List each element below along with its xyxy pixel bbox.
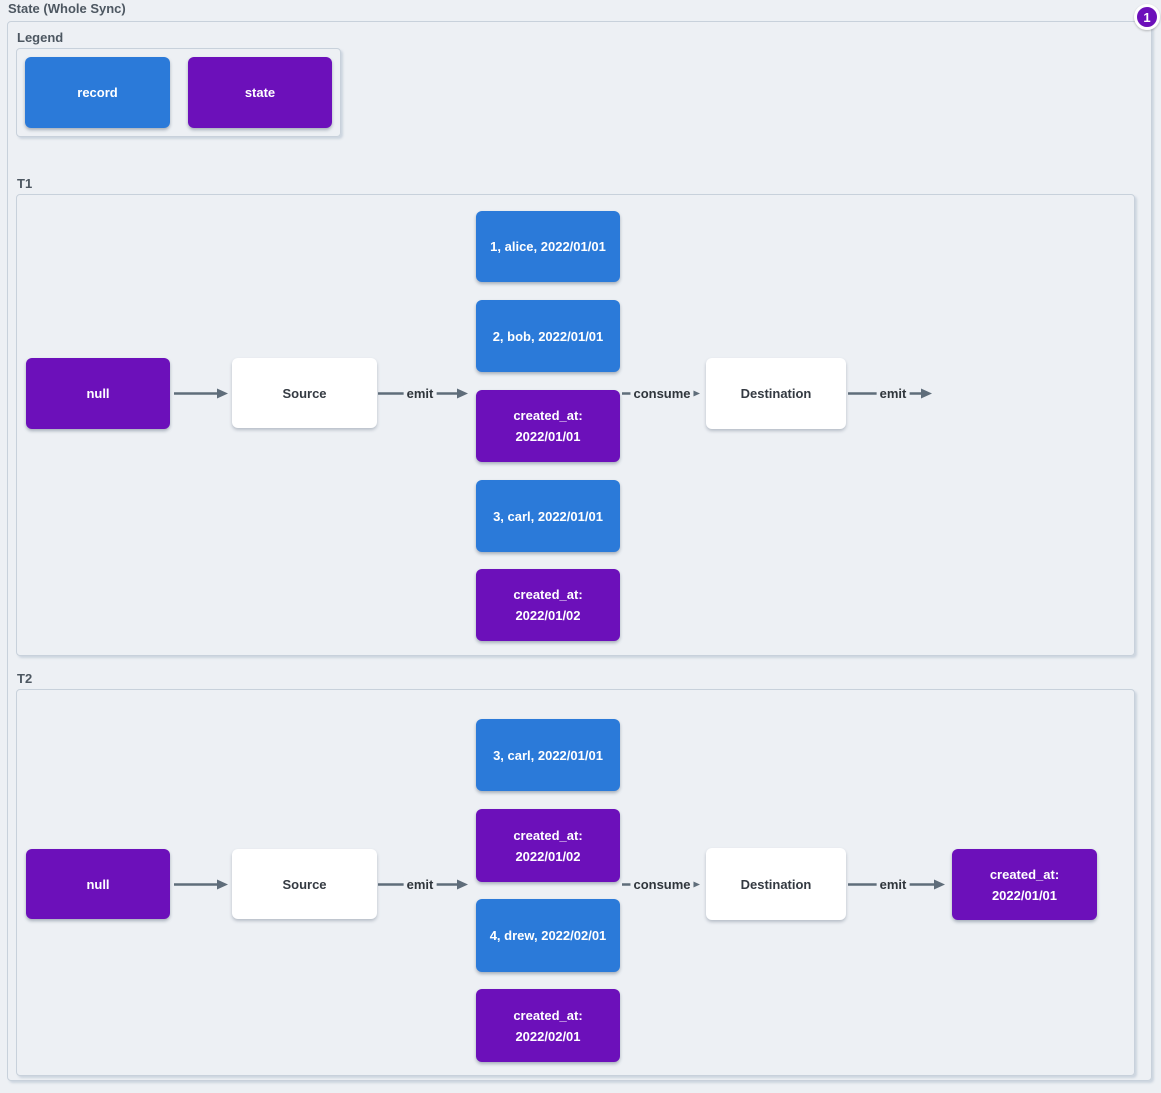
- t1-emit-label: emit: [403, 386, 437, 402]
- t2-queue-item-3: 4, drew, 2022/02/01: [476, 899, 620, 972]
- t2-queue-item-2: created_at: 2022/01/02: [476, 809, 620, 882]
- t1-consume-label: consume: [630, 386, 694, 402]
- t2-container: [16, 689, 1135, 1076]
- t1-null-state-node: null: [26, 358, 170, 429]
- t1-queue-item-3: created_at: 2022/01/01: [476, 390, 620, 462]
- t1-label: T1: [17, 176, 33, 191]
- legend-record-swatch: record: [25, 57, 170, 128]
- t2-source-node: Source: [232, 849, 377, 919]
- t1-queue-item-1: 1, alice, 2022/01/01: [476, 211, 620, 282]
- t2-label: T2: [17, 671, 33, 686]
- t1-container: [16, 194, 1135, 656]
- t1-emit-out-label: emit: [876, 386, 910, 402]
- t2-emit-out-label: emit: [876, 877, 910, 893]
- diagram-title: State (Whole Sync): [8, 1, 126, 16]
- legend-container: [16, 48, 341, 137]
- legend-state-swatch: state: [188, 57, 332, 128]
- count-badge: 1: [1134, 4, 1160, 30]
- t2-queue-item-4: created_at: 2022/02/01: [476, 989, 620, 1062]
- t1-queue-item-5: created_at: 2022/01/02: [476, 569, 620, 641]
- legend-label: Legend: [17, 30, 64, 45]
- t2-queue-item-1: 3, carl, 2022/01/01: [476, 719, 620, 791]
- t2-consume-label: consume: [630, 877, 694, 893]
- t1-queue-item-4: 3, carl, 2022/01/01: [476, 480, 620, 552]
- state-whole-sync-container: [7, 21, 1152, 1081]
- t2-emit-label: emit: [403, 877, 437, 893]
- t2-null-state-node: null: [26, 849, 170, 919]
- t1-queue-item-2: 2, bob, 2022/01/01: [476, 300, 620, 372]
- t2-destination-node: Destination: [706, 848, 846, 920]
- t1-destination-node: Destination: [706, 358, 846, 429]
- t2-output-state-node: created_at: 2022/01/01: [952, 849, 1097, 920]
- t1-source-node: Source: [232, 358, 377, 428]
